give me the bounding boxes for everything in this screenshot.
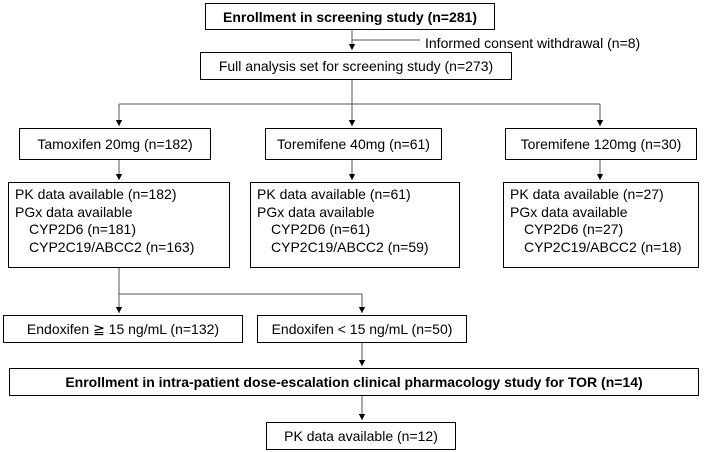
toremifene120-cyp2d6: CYP2D6 (n=27) [524, 221, 624, 237]
full-analysis-label: Full analysis set for screening study (n… [218, 58, 494, 74]
tamoxifen-pk: PK data available (n=182) [15, 186, 177, 202]
toremifene120-arm-label: Toremifene 120mg (n=30) [520, 136, 682, 152]
endoxifen-high-label: Endoxifen ≧ 15 ng/mL (n=132) [26, 321, 220, 337]
toremifene40-pk: PK data available (n=61) [257, 186, 411, 202]
enrollment-box: Enrollment in screening study (n=281) [205, 3, 495, 30]
enrollment-label: Enrollment in screening study (n=281) [222, 8, 477, 25]
toremifene40-cyp2c19: CYP2C19/ABCC2 (n=59) [271, 238, 429, 255]
tamoxifen-data-box: PK data available (n=182) PGx data avail… [8, 182, 230, 268]
toremifene40-pgx: PGx data available [257, 203, 375, 220]
toremifene120-cyp2c19: CYP2C19/ABCC2 (n=18) [524, 238, 682, 255]
toremifene40-arm-box: Toremifene 40mg (n=61) [265, 128, 442, 160]
escalation-box: Enrollment in intra-patient dose-escalat… [9, 368, 699, 396]
tamoxifen-cyp2d6: CYP2D6 (n=181) [29, 221, 137, 237]
tamoxifen-pgx: PGx data available [15, 203, 133, 220]
toremifene40-arm-label: Toremifene 40mg (n=61) [277, 136, 430, 152]
endoxifen-low-label: Endoxifen < 15 ng/mL (n=50) [271, 321, 453, 337]
toremifene120-arm-box: Toremifene 120mg (n=30) [505, 128, 697, 160]
withdrawal-label: Informed consent withdrawal (n=8) [425, 35, 641, 51]
final-pk-box: PK data available (n=12) [266, 422, 456, 450]
full-analysis-box: Full analysis set for screening study (n… [200, 52, 512, 80]
toremifene120-pgx: PGx data available [510, 203, 628, 220]
toremifene40-cyp2d6: CYP2D6 (n=61) [271, 221, 371, 237]
final-pk-label: PK data available (n=12) [284, 428, 438, 444]
toremifene120-pk: PK data available (n=27) [510, 186, 664, 202]
tamoxifen-arm-label: Tamoxifen 20mg (n=182) [37, 136, 193, 152]
toremifene120-data-box: PK data available (n=27) PGx data availa… [503, 182, 699, 268]
endoxifen-low-box: Endoxifen < 15 ng/mL (n=50) [257, 315, 467, 343]
tamoxifen-cyp2c19: CYP2C19/ABCC2 (n=163) [29, 238, 195, 255]
escalation-label: Enrollment in intra-patient dose-escalat… [65, 374, 643, 390]
tamoxifen-arm-box: Tamoxifen 20mg (n=182) [19, 128, 211, 160]
toremifene40-data-box: PK data available (n=61) PGx data availa… [250, 182, 460, 268]
endoxifen-high-box: Endoxifen ≧ 15 ng/mL (n=132) [3, 315, 243, 343]
